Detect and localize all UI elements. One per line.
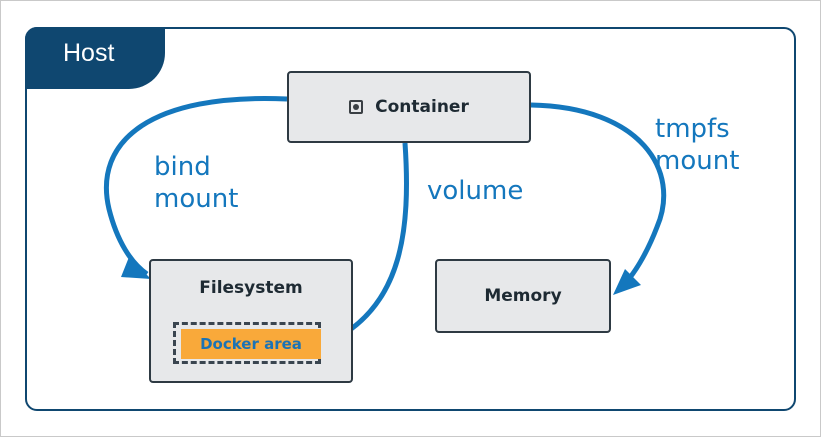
- tmpfs-mount-label-line1: tmpfs: [655, 114, 730, 144]
- container-icon: [349, 100, 364, 114]
- container-node: Container: [287, 71, 531, 143]
- host-label: Host: [25, 27, 165, 89]
- tmpfs-mount-arrowhead: [613, 269, 641, 295]
- tmpfs-mount-label-line2: mount: [655, 146, 740, 176]
- bind-mount-label: bind mount: [154, 151, 238, 215]
- filesystem-label: Filesystem: [199, 278, 303, 298]
- volume-label: volume: [427, 176, 524, 206]
- container-label: Container: [375, 97, 469, 117]
- bind-mount-label-line2: mount: [154, 184, 239, 214]
- tmpfs-mount-label: tmpfs mount: [655, 113, 739, 177]
- bind-mount-arrow: [103, 95, 288, 277]
- memory-label: Memory: [484, 286, 562, 306]
- volume-arrow: [337, 142, 409, 340]
- bind-mount-label-line1: bind: [154, 152, 211, 182]
- docker-area: Docker area: [181, 329, 321, 359]
- bind-mount-arrowhead: [121, 257, 151, 279]
- filesystem-node: Filesystem Docker area: [149, 259, 353, 383]
- memory-node: Memory: [435, 259, 611, 333]
- tmpfs-mount-arrow: [530, 102, 667, 289]
